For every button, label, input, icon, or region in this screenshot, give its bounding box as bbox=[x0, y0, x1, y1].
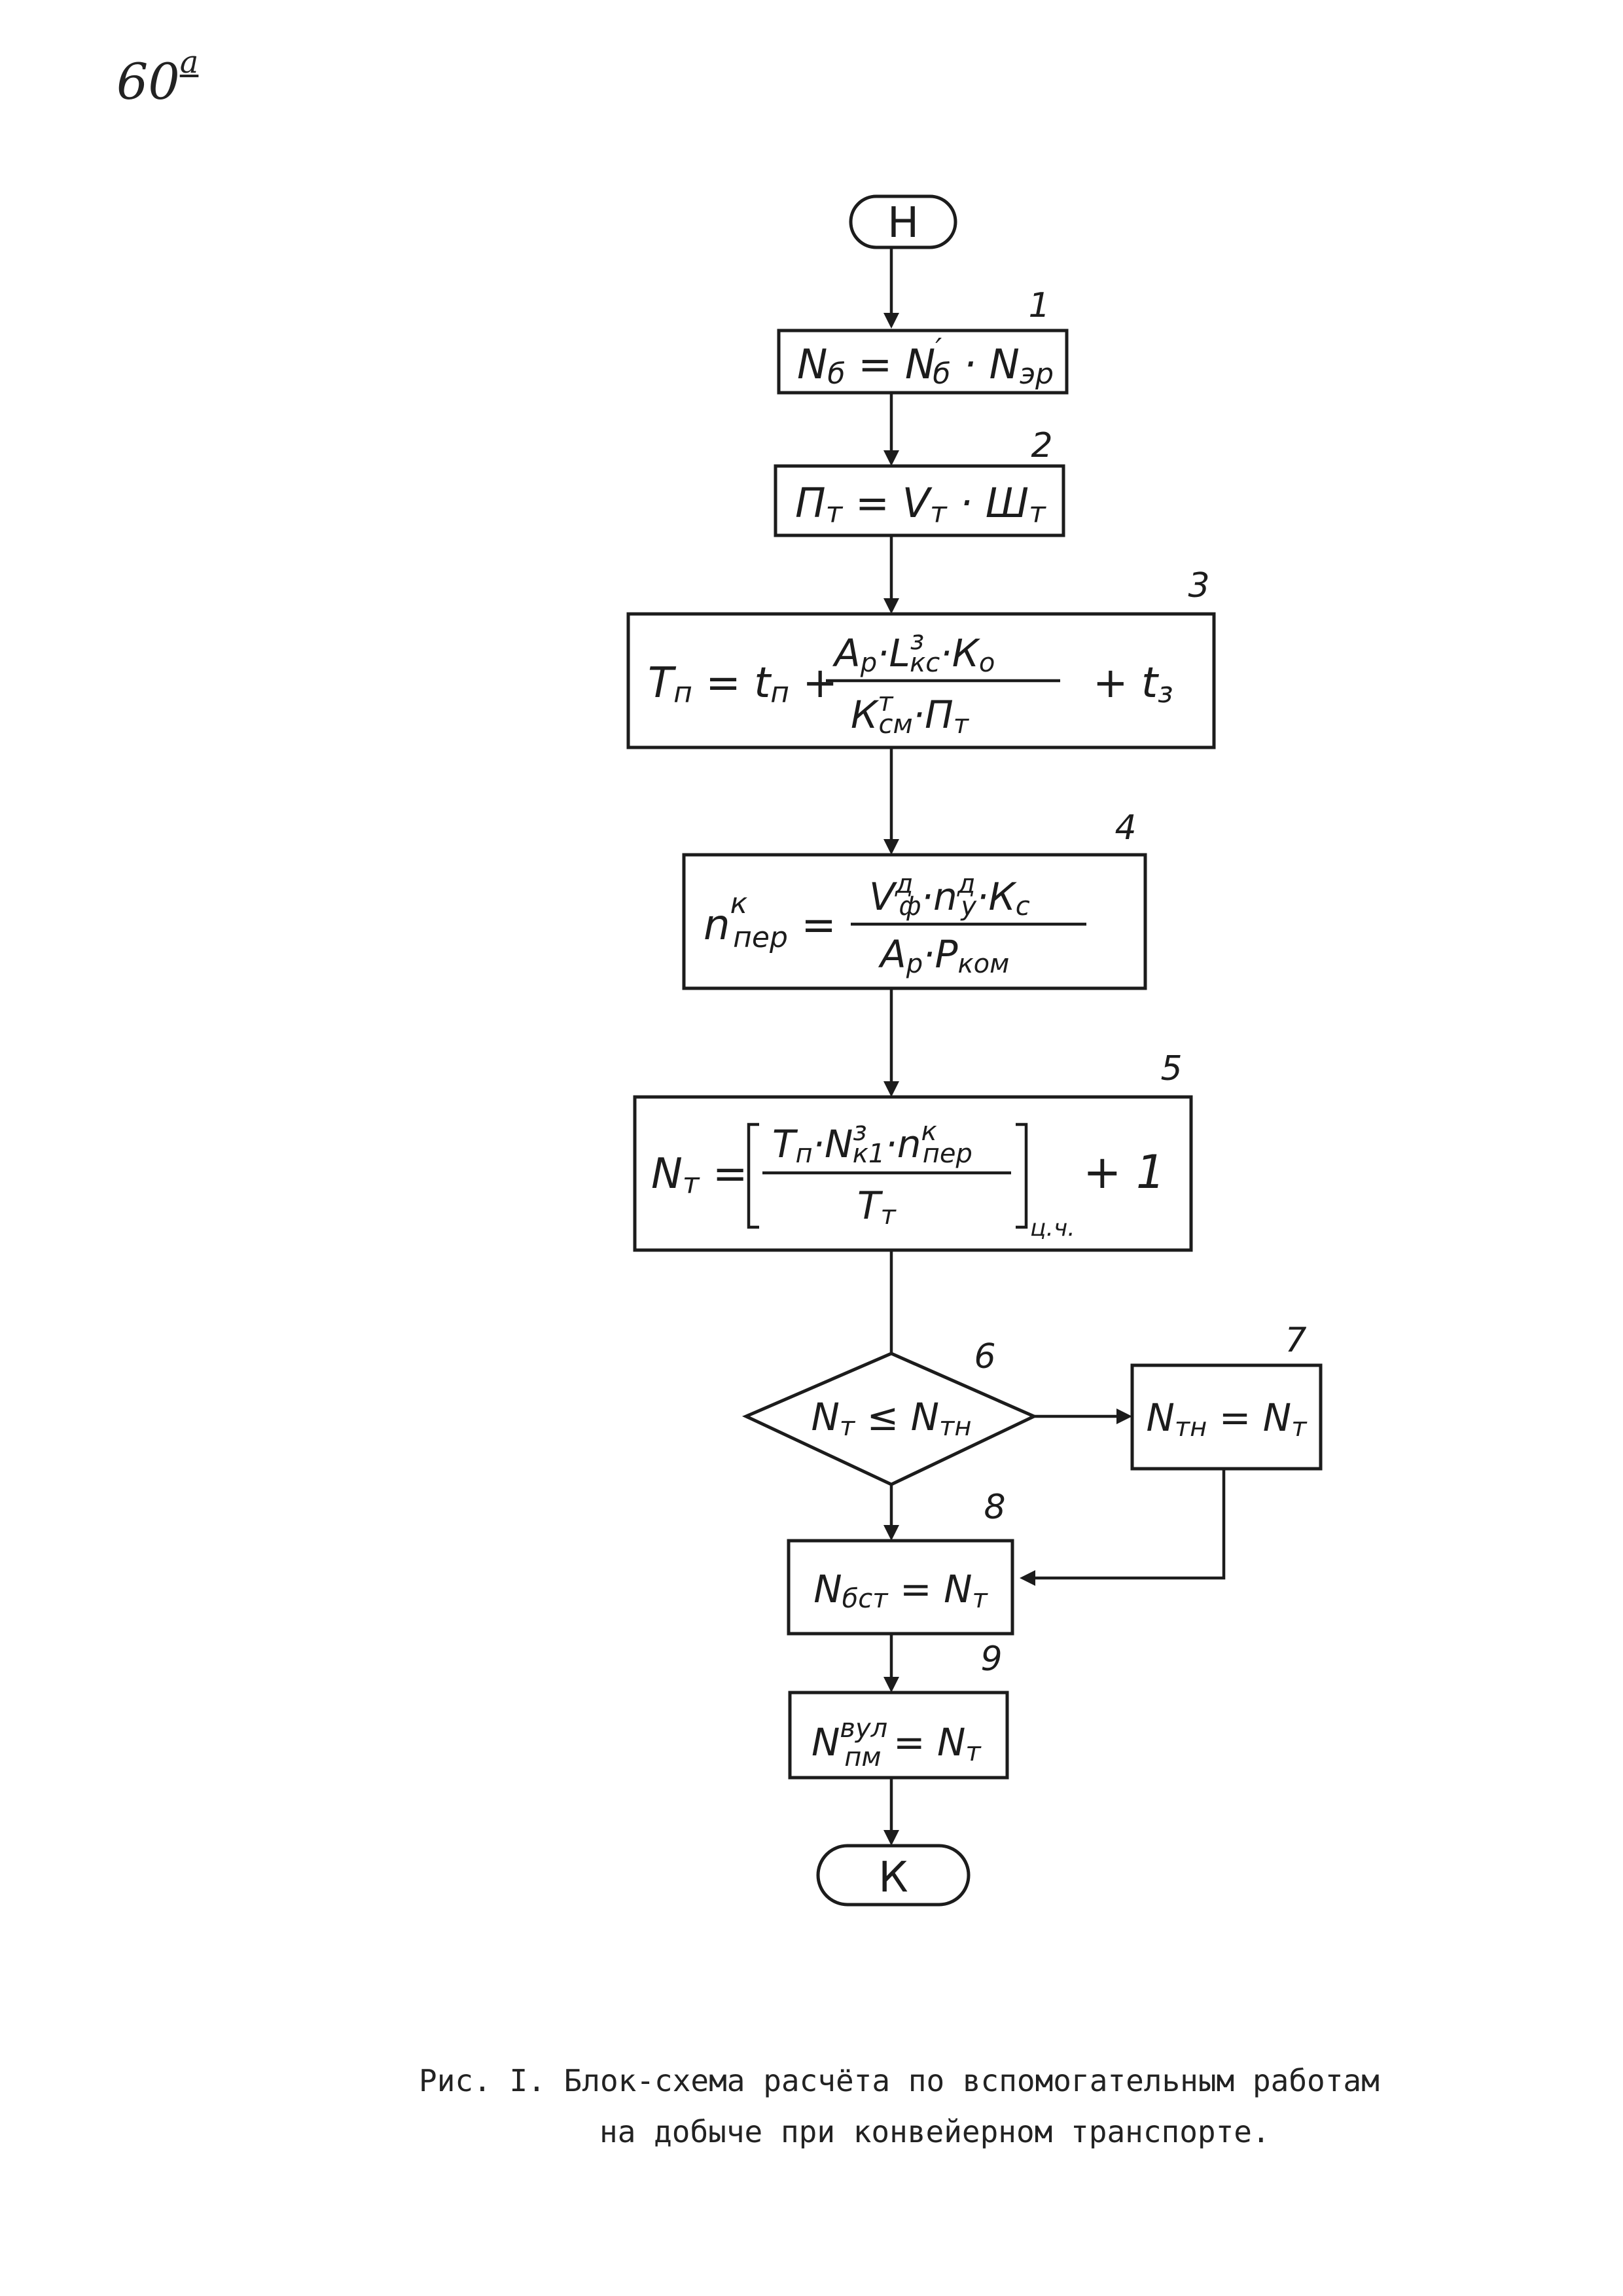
svg-text:Nтн = Nт: Nтн = Nт bbox=[1146, 1395, 1308, 1443]
svg-text:6: 6 bbox=[974, 1337, 995, 1376]
svg-text:5: 5 bbox=[1160, 1049, 1182, 1088]
svg-text:Ар·Рком: Ар·Рком bbox=[878, 932, 1009, 979]
end-terminator: К bbox=[816, 1844, 971, 1907]
svg-text:8: 8 bbox=[984, 1488, 1005, 1527]
block-6-decision: 6 Nт ≤ Nтн bbox=[741, 1337, 1038, 1486]
svg-text:Vдф·nду·Кс: Vдф·nду·Кс bbox=[869, 869, 1030, 922]
block-2: 2 Пт = Vт · Шт bbox=[774, 426, 1065, 537]
caption-line-2: на добыче при конвейерном транспорте. bbox=[599, 2114, 1270, 2149]
svg-text:+ 1: + 1 bbox=[1083, 1145, 1165, 1199]
svg-text:3: 3 bbox=[1188, 566, 1209, 605]
svg-text:ц.ч.: ц.ч. bbox=[1030, 1215, 1075, 1242]
block-7: 7 Nтн = Nт bbox=[1130, 1321, 1323, 1471]
svg-text:Nб = N′б · Nэр: Nб = N′б · Nэр bbox=[797, 332, 1054, 391]
svg-text:1: 1 bbox=[1028, 286, 1050, 325]
block-8: 8 Nбст = Nт bbox=[787, 1488, 1014, 1636]
svg-text:Nбст = Nт: Nбст = Nт bbox=[813, 1567, 988, 1614]
svg-text:9: 9 bbox=[980, 1640, 1002, 1679]
start-terminator: Н bbox=[849, 194, 957, 249]
figure-caption: Рис. I. Блок-схема расчёта по вспомогате… bbox=[419, 2055, 1597, 2157]
svg-text:7: 7 bbox=[1285, 1321, 1306, 1360]
svg-text:4: 4 bbox=[1115, 808, 1136, 848]
svg-text:К: К bbox=[878, 1854, 908, 1902]
svg-text:Тп = tп +: Тп = tп + bbox=[648, 659, 838, 709]
page-number: 60а bbox=[116, 43, 199, 111]
svg-text:Nт =: Nт = bbox=[651, 1150, 747, 1200]
caption-line-1: Рис. I. Блок-схема расчёта по вспомогате… bbox=[419, 2063, 1380, 2098]
svg-text:Н: Н bbox=[887, 199, 919, 247]
block-1: 1 Nб = N′б · Nэр bbox=[777, 286, 1069, 395]
svg-text:2: 2 bbox=[1031, 426, 1052, 465]
